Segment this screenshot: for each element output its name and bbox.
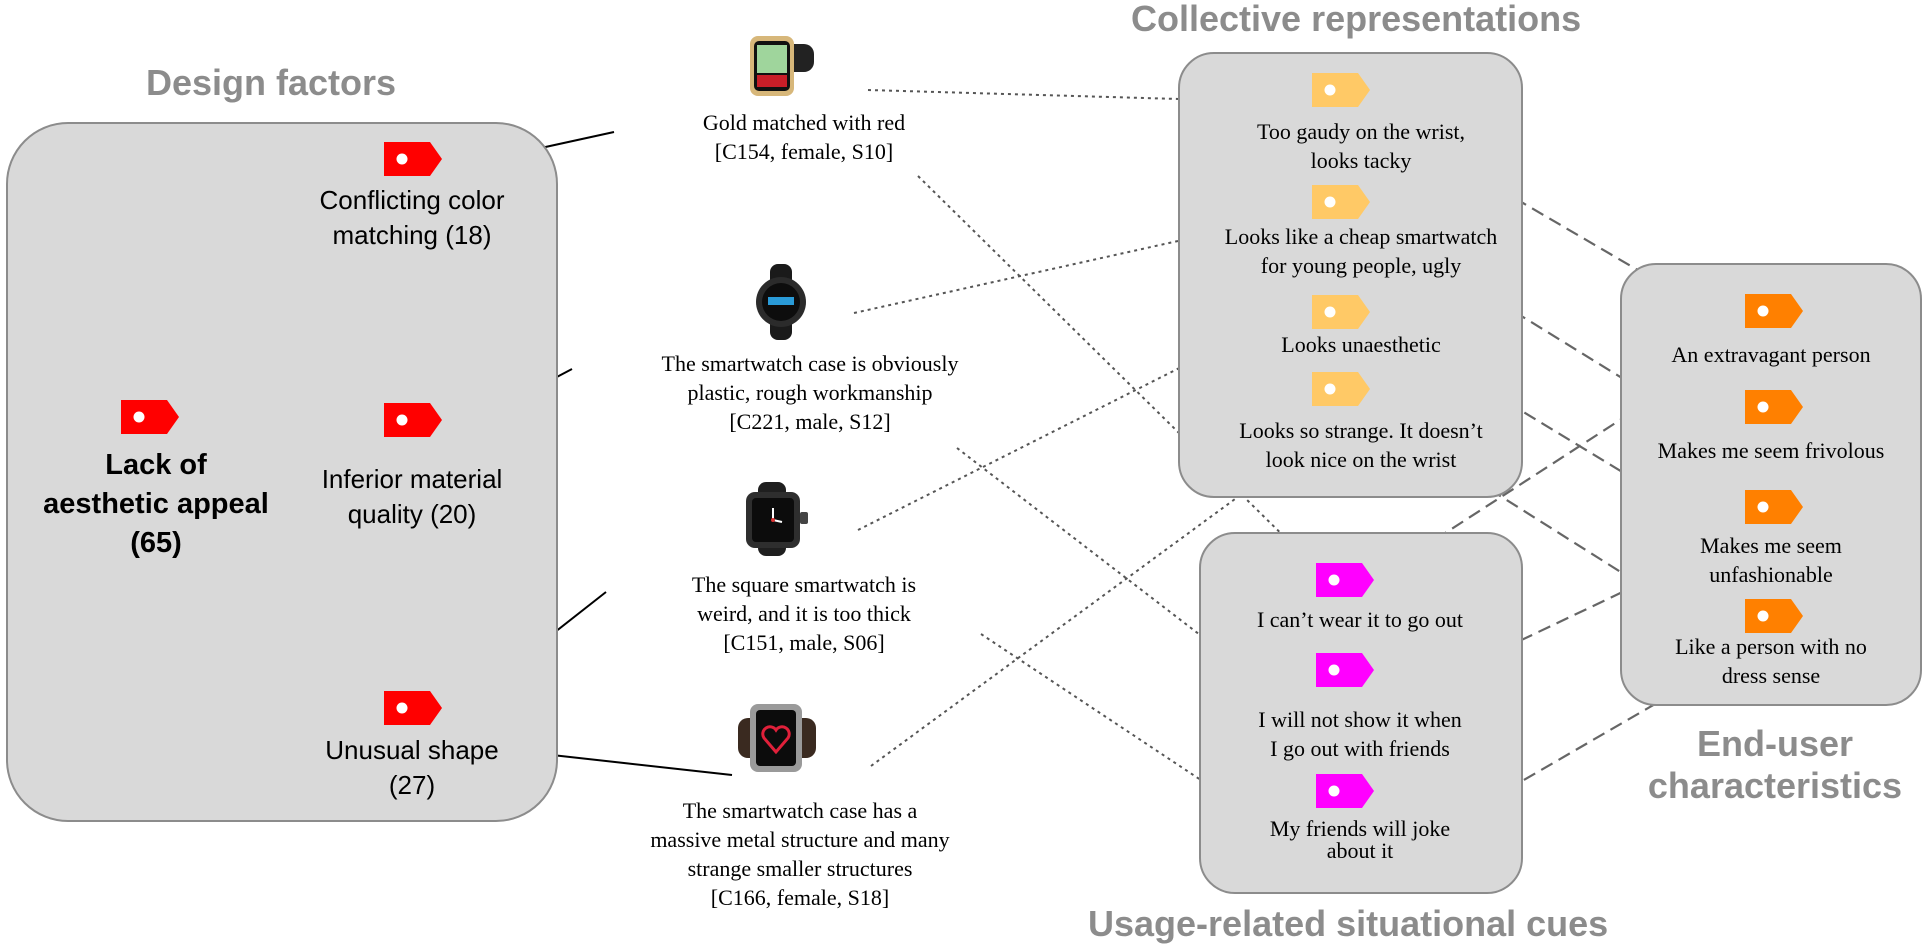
enduser-heading-line: characteristics (1647, 765, 1903, 806)
quote-line: [C154, female, S10] (714, 139, 894, 165)
enduser-line: Makes me seem (1700, 533, 1842, 558)
usage-line: about it (1326, 838, 1394, 863)
quote-line: weird, and it is too thick (697, 601, 911, 627)
connector-q2-collective2 (853, 240, 1179, 314)
tag-icon (1316, 771, 1374, 811)
root-node-line: Lack of (105, 449, 207, 481)
factor-label-line: Inferior material (321, 464, 503, 494)
enduser-line: Makes me seem frivolous (1657, 438, 1885, 463)
enduser-line: Like a person with no (1675, 634, 1867, 659)
tag-icon (384, 400, 442, 440)
quote-square: The square smartwatch is weird, and it i… (604, 570, 1004, 657)
usage-item: My friends will joke about it (1160, 818, 1560, 862)
quote-line: strange smaller structures (687, 856, 913, 882)
design-factors-heading: Design factors (146, 62, 397, 103)
collective-line: look nice on the wrist (1265, 447, 1457, 473)
factor-label-color: Conflicting color matching (18) (262, 183, 562, 253)
usage-line: I can’t wear it to go out (1256, 607, 1464, 632)
collective-line: Too gaudy on the wrist, (1256, 119, 1466, 144)
smartwatch-square-thick-image (744, 482, 810, 561)
root-node-line: aesthetic appeal (43, 488, 269, 520)
tag-icon (1745, 487, 1803, 527)
enduser-line: An extravagant person (1671, 342, 1871, 367)
connector-q3-collective3 (857, 344, 1226, 531)
enduser-item: An extravagant person (1601, 340, 1929, 369)
usage-cues-heading: Usage-related situational cues (1088, 903, 1609, 944)
factor-label-line: matching (18) (332, 220, 492, 250)
quote-plastic: The smartwatch case is obviously plastic… (600, 349, 1020, 436)
connector-shape-quote4 (551, 754, 733, 776)
enduser-item: Like a person with no dress sense (1601, 632, 1929, 690)
collective-representations-panel (1178, 52, 1523, 498)
tag-icon (384, 139, 442, 179)
collective-line: Looks so strange. It doesn’t (1239, 418, 1483, 443)
collective-item: Looks unaesthetic (1161, 330, 1561, 359)
tag-icon (1745, 291, 1803, 331)
enduser-heading-line: End-user (1696, 723, 1854, 764)
collective-item: Too gaudy on the wrist, looks tacky (1161, 117, 1561, 175)
tag-icon (1312, 292, 1370, 332)
tag-icon (384, 688, 442, 728)
quote-line: The smartwatch case has a (682, 798, 918, 823)
collective-representations-heading: Collective representations (1131, 0, 1582, 39)
connector-q4-collective4 (870, 476, 1266, 767)
usage-item: I will not show it when I go out with fr… (1160, 705, 1560, 763)
factor-label-material: Inferior material quality (20) (262, 462, 562, 532)
quote-line: massive metal structure and many (650, 827, 950, 853)
quote-gold-red: Gold matched with red [C154, female, S10… (604, 108, 1004, 166)
factor-label-line: quality (20) (347, 499, 477, 529)
root-node-label: Lack of aesthetic appeal (65) (6, 446, 306, 563)
root-node-line: (65) (130, 527, 182, 559)
usage-item: I can’t wear it to go out (1160, 605, 1560, 634)
factor-label-line: Conflicting color (319, 185, 505, 215)
quote-line: [C151, male, S06] (723, 630, 885, 656)
enduser-heading: End-user characteristics (1645, 723, 1905, 807)
enduser-item: Makes me seem unfashionable (1601, 531, 1929, 589)
tag-icon (1312, 182, 1370, 222)
collective-item: Looks so strange. It doesn’t look nice o… (1161, 416, 1561, 474)
tag-icon (1316, 560, 1374, 600)
quote-metal: The smartwatch case has a massive metal … (590, 796, 1010, 912)
quote-line: [C166, female, S18] (710, 885, 890, 911)
quote-line: Gold matched with red (702, 110, 906, 135)
usage-line: My friends will joke (1269, 816, 1451, 841)
factor-label-line: Unusual shape (325, 735, 499, 765)
tag-icon (1312, 70, 1370, 110)
tag-icon (1745, 596, 1803, 636)
collective-line: looks tacky (1310, 148, 1412, 174)
usage-line: I go out with friends (1270, 736, 1450, 762)
smartwatch-gold-red-image (748, 34, 818, 107)
enduser-line: unfashionable (1709, 562, 1833, 588)
enduser-item: Makes me seem frivolous (1601, 436, 1929, 465)
tag-icon (1312, 369, 1370, 409)
enduser-line: dress sense (1721, 663, 1821, 689)
quote-line: [C221, male, S12] (729, 409, 891, 435)
factor-label-shape: Unusual shape (27) (262, 733, 562, 803)
collective-item: Looks like a cheap smartwatch for young … (1161, 222, 1561, 280)
quote-line: plastic, rough workmanship (687, 380, 933, 406)
tag-icon (1745, 387, 1803, 427)
smartwatch-round-plastic-image (750, 264, 812, 345)
factor-label-line: (27) (388, 770, 436, 800)
connector-q2-usage2 (956, 447, 1270, 689)
tag-icon (121, 397, 179, 437)
connector-q3-usage3 (980, 633, 1241, 807)
smartwatch-metal-heart-image (734, 698, 820, 783)
collective-line: Looks like a cheap smartwatch (1224, 224, 1498, 249)
tag-icon (1316, 650, 1374, 690)
quote-line: The smartwatch case is obviously (661, 351, 959, 376)
collective-line: Looks unaesthetic (1281, 332, 1441, 357)
design-factors-panel (6, 122, 558, 822)
collective-line: for young people, ugly (1260, 253, 1462, 279)
quote-line: The square smartwatch is (691, 572, 917, 597)
usage-line: I will not show it when (1258, 707, 1462, 732)
